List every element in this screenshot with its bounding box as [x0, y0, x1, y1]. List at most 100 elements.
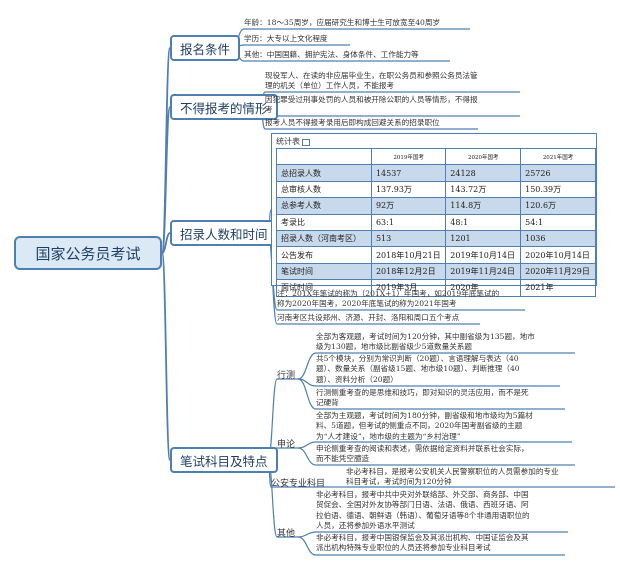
branch-exam-subjects-features[interactable]: 笔试科目及特点: [170, 447, 278, 473]
table-cell: 1201: [445, 229, 522, 248]
leaf-line: 非必考科目，报考中共中央对外联络部、外交部、商务部、中国: [316, 490, 529, 499]
leaf-xingce-format: 全部为客观题，考试时间为120分钟，其中副省级为135题，地市 级为130题，地…: [316, 332, 535, 353]
leaf-line: 因犯罪受过刑事处罚的人员和被开除公职的人员等情形，不得报: [265, 95, 478, 104]
leaf-line: 级为130题，地市级比副省级少5道数量关系题: [316, 342, 473, 352]
table-cell: 92万: [370, 197, 447, 215]
leaf-line: 料、5道题，但考试的侧重点不同，2020年国考副省级的主题: [316, 421, 523, 431]
table-cell: 24128: [445, 164, 522, 182]
table-cell: 2018年10月21日: [370, 246, 447, 264]
leaf-police-subject: 非必考科目，是报考公安机关人民警察职位的人员需参加的专业 科目考试，考试时间为1…: [346, 467, 559, 488]
sub-police-subject[interactable]: 公安专业科目: [271, 479, 326, 489]
connector-line: [297, 378, 317, 410]
leaf-education: 学历：大专以上文化程度: [244, 34, 328, 44]
leaf-line: 行测侧重考查的是思维和技巧，即对知识的灵活应用，而不是死: [316, 388, 529, 397]
table-row-label: 笔试时间: [276, 262, 372, 281]
connector-line: [161, 106, 171, 254]
statistics-table-title: 统计表: [276, 136, 310, 147]
leaf-professional-subject: 非必考科目，报考中国银保监会及其派出机构、中国证监会及其 派出机构特殊专业职位的…: [316, 533, 529, 554]
leaf-line: 全部为客观题，考试时间为120分钟，其中副省级为135题，地市: [316, 332, 535, 341]
leaf-line: 河南考区共设郑州、济源、开封、洛阳和周口五个考点: [277, 313, 460, 322]
leaf-line: 题）、数量关系（副省级15题、地市级10题）、判断推理（40: [316, 364, 520, 374]
leaf-henan-exam-sites: 河南考区共设郑州、济源、开封、洛阳和周口五个考点: [277, 313, 459, 323]
table-cell: 2019年11月24日: [445, 262, 522, 281]
table-cell: 513: [370, 229, 447, 248]
table-cell: 2020年10月14日: [520, 246, 596, 264]
table-cell: 14537: [370, 164, 447, 182]
leaf-line: 为“人才建设”，地市级的主题为“乡村治理”: [316, 431, 461, 441]
leaf-line: 年龄：18～35周岁，应届研究生和博士生可放宽至40周岁: [244, 18, 441, 27]
leaf-active-military: 现役军人、在读的非应届毕业生，在职公务员和参照公务员法管 理的机关（单位）工作人…: [265, 71, 478, 92]
branch-registration-conditions[interactable]: 报名条件: [170, 35, 241, 61]
table-row-label: 总招录人数: [276, 164, 372, 182]
statistics-table-title-text: 统计表: [276, 137, 300, 146]
connector-line: [297, 352, 317, 380]
table-cell: 48:1: [445, 213, 522, 231]
leaf-line: 而不能凭空臆造: [316, 454, 370, 464]
leaf-line: 人员，还将参加外语水平测试: [316, 521, 415, 531]
leaf-exam-year-note: 注：201X年笔试的称为（201X+1）年国考，如2019年底笔试的 称为202…: [277, 289, 499, 310]
leaf-line: 拉伯语、德语、朝鲜语（韩语）、葡萄牙语等8个非通用语职位的: [316, 510, 530, 520]
leaf-line: 全部为主观题，考试时间为180分钟，副省级和地市级均为5篇材: [316, 411, 533, 420]
leaf-line: 其他：中国国籍、拥护宪法、身体条件、工作能力等: [244, 50, 419, 59]
leaf-foreign-language-test: 非必考科目，报考中共中央对外联络部、外交部、商务部、中国 贸促会、全国对外友协等…: [316, 490, 530, 532]
table-cell: 2020年11月29日: [520, 262, 596, 281]
leaf-xingce-modules: 共5个模块，分别为常识判断（20题）、言语理解与表达（40 题）、数量关系（副省…: [316, 354, 520, 385]
leaf-line: 题）、资料分析（20题）: [316, 374, 398, 384]
table-cell: 143.72万: [445, 180, 522, 199]
table-cell: 63:1: [370, 213, 447, 231]
sub-other[interactable]: 其他: [277, 529, 296, 539]
table-row-label: 公告发布: [276, 246, 372, 264]
table-row-label: 考录比: [276, 213, 372, 231]
table-cell: 120.6万: [520, 197, 596, 215]
leaf-line: 考: [265, 105, 273, 115]
sub-xingce[interactable]: 行测: [277, 371, 296, 381]
table-header-cell: 2020年国考: [445, 147, 522, 166]
table-row-label: 总参考人数: [276, 197, 372, 215]
table-row-label: 招录人数（河南考区）: [276, 229, 372, 248]
table-cell: 2019年3月: [370, 279, 447, 297]
connector-line: [297, 531, 317, 538]
table-row-label: 总审核人数: [276, 180, 372, 199]
table-cell: 150.39万: [520, 180, 596, 199]
leaf-shenlun-format: 全部为主观题，考试时间为180分钟，副省级和地市级均为5篇材 料、5道题，但考试…: [316, 411, 533, 442]
connector-line: [297, 536, 317, 556]
leaf-line: 称为2020年国考，2020年底笔试的称为2021年国考: [277, 299, 457, 309]
leaf-line: 报考人员不得报考录用后即构成回避关系的招录职位: [265, 118, 440, 127]
table-cell: 2019年10月14日: [445, 246, 522, 264]
table-icon: [302, 138, 310, 146]
root-node[interactable]: 国家公务员考试: [14, 236, 162, 270]
table-cell: 54:1: [520, 213, 596, 231]
table-header-cell: [276, 147, 372, 166]
leaf-line: 派出机构特殊专业职位的人员还将参加专业科目考试: [316, 543, 491, 553]
leaf-criminal-record: 因犯罪受过刑事处罚的人员和被开除公职的人员等情形，不得报 考: [265, 95, 478, 116]
table-cell: 137.93万: [370, 180, 447, 199]
leaf-xingce-focus: 行测侧重考查的是思维和技巧，即对知识的灵活应用，而不是死 记硬背: [316, 388, 529, 409]
connector-line: [161, 252, 171, 461]
connector-line: [297, 447, 317, 466]
leaf-line: 共5个模块，分别为常识判断（20题）、言语理解与表达（40: [316, 354, 519, 363]
leaf-avoidance: 报考人员不得报考录用后即构成回避关系的招录职位: [265, 118, 440, 128]
branch-ineligible-cases[interactable]: 不得报考的情形: [170, 94, 278, 120]
leaf-line: 记硬背: [316, 398, 339, 408]
leaf-line: 理的机关（单位）工作人员，不能报考: [265, 81, 395, 91]
connector-line: [297, 441, 317, 449]
branch-recruitment-numbers-time[interactable]: 招录人数和时间: [170, 220, 278, 246]
leaf-line: 注：201X年笔试的称为（201X+1）年国考，如2019年底笔试的: [277, 289, 500, 298]
leaf-line: 现役军人、在读的非应届毕业生，在职公务员和参照公务员法管: [265, 71, 478, 80]
sub-shenlun[interactable]: 申论: [277, 440, 296, 450]
leaf-line: 贸促会、全国对外友协等部门日语、法语、俄语、西班牙语、阿: [316, 500, 529, 510]
leaf-line: 学历：大专以上文化程度: [244, 34, 328, 43]
leaf-age: 年龄：18～35周岁，应届研究生和博士生可放宽至40周岁: [244, 18, 440, 28]
